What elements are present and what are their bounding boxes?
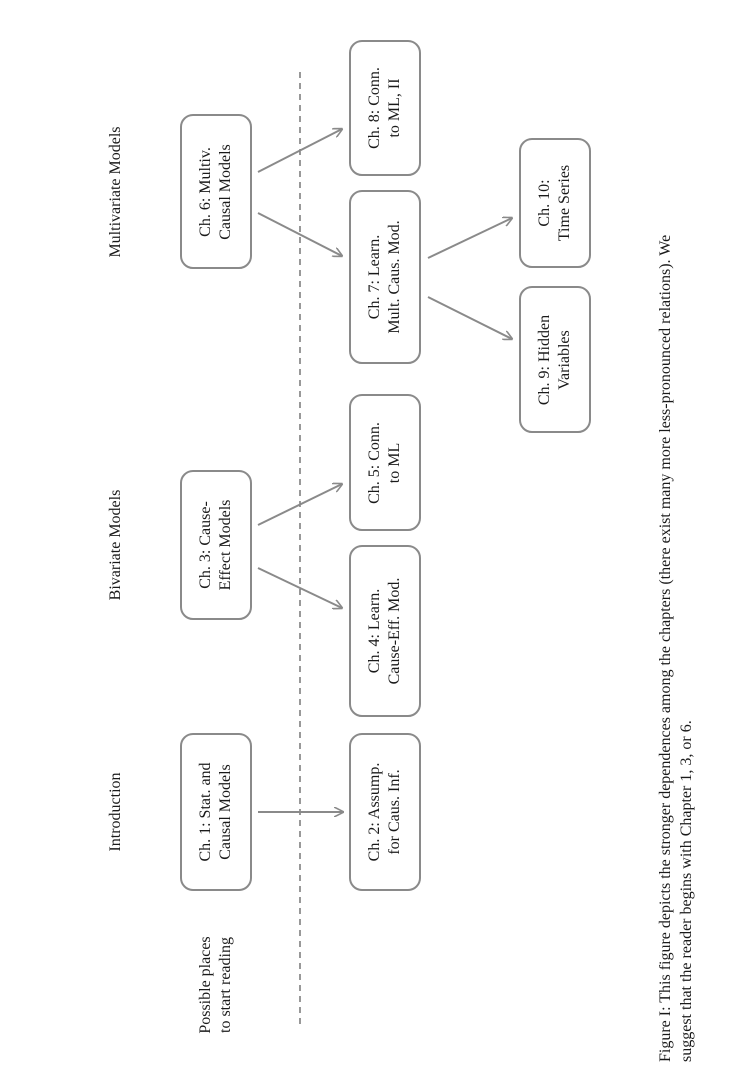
chapter-label: Ch. 9: Hidden bbox=[536, 314, 553, 405]
chapter-box-ch8: Ch. 8: Conn. to ML, II bbox=[349, 40, 421, 176]
chapter-label: to ML bbox=[386, 442, 403, 483]
chapter-label: to ML, II bbox=[386, 78, 403, 138]
chapter-label: Ch. 4: Learn. bbox=[366, 588, 383, 674]
chapter-box-ch7: Ch. 7: Learn. Mult. Caus. Mod. bbox=[349, 190, 421, 364]
chapter-label: Time Series bbox=[556, 164, 573, 242]
chapter-box-ch10: Ch. 10: Time Series bbox=[519, 138, 591, 268]
arrow-ch3-to-ch5 bbox=[257, 484, 342, 526]
arrow-ch3-to-ch4 bbox=[257, 567, 342, 608]
chapter-label: Causal Models bbox=[217, 764, 234, 860]
chapter-label: Ch. 5: Conn. bbox=[366, 421, 383, 504]
chapter-label: Effect Models bbox=[217, 499, 234, 591]
chapter-label: Ch. 6: Multiv. bbox=[197, 146, 214, 237]
arrow-ch6-to-ch7 bbox=[257, 212, 342, 256]
chapter-label: Ch. 7: Learn. bbox=[366, 234, 383, 320]
arrow-ch7-to-ch9 bbox=[427, 296, 512, 339]
chapter-box-ch5: Ch. 5: Conn. to ML bbox=[349, 394, 421, 531]
chapter-label: Mult. Caus. Mod. bbox=[386, 220, 403, 334]
arrow-ch6-to-ch8 bbox=[257, 129, 342, 173]
chapter-label: Ch. 10: bbox=[536, 179, 553, 227]
chapter-label: Ch. 2: Assump. bbox=[366, 762, 383, 862]
chapter-box-ch2: Ch. 2: Assump. for Caus. Inf. bbox=[349, 733, 421, 891]
chapter-label: Causal Models bbox=[217, 143, 234, 240]
chapter-label: Ch. 1: Stat. and bbox=[197, 762, 214, 862]
chapter-box-ch9: Ch. 9: Hidden Variables bbox=[519, 286, 591, 433]
figure-caption-line1: Figure I: This figure depicts the strong… bbox=[657, 234, 674, 1062]
chapter-label: Ch. 3: Cause- bbox=[197, 501, 214, 589]
chapter-label: Variables bbox=[556, 329, 573, 390]
label-start-reading-line2: to start reading bbox=[217, 937, 234, 1033]
arrow-ch7-to-ch10 bbox=[427, 218, 512, 259]
chapter-box-ch1: Ch. 1: Stat. and Causal Models bbox=[180, 733, 252, 891]
figure-caption: Figure I: This figure depicts the strong… bbox=[655, 32, 697, 1062]
header-introduction-text: Introduction bbox=[107, 772, 124, 852]
label-start-reading-line1: Possible places bbox=[197, 936, 214, 1034]
header-multivariate-models-text: Multivariate Models bbox=[107, 126, 124, 258]
figure-caption-line2: suggest that the reader begins with Chap… bbox=[678, 720, 695, 1062]
chapter-label: Cause-Eff. Mod. bbox=[386, 577, 403, 685]
chapter-box-ch4: Ch. 4: Learn. Cause-Eff. Mod. bbox=[349, 545, 421, 717]
chapter-label: for Caus. Inf. bbox=[386, 769, 403, 855]
header-bivariate-models-text: Bivariate Models bbox=[107, 489, 124, 601]
chapter-label: Ch. 8: Conn. bbox=[366, 67, 383, 149]
chapter-box-ch6: Ch. 6: Multiv. Causal Models bbox=[180, 114, 252, 269]
chapter-box-ch3: Ch. 3: Cause- Effect Models bbox=[180, 470, 252, 620]
